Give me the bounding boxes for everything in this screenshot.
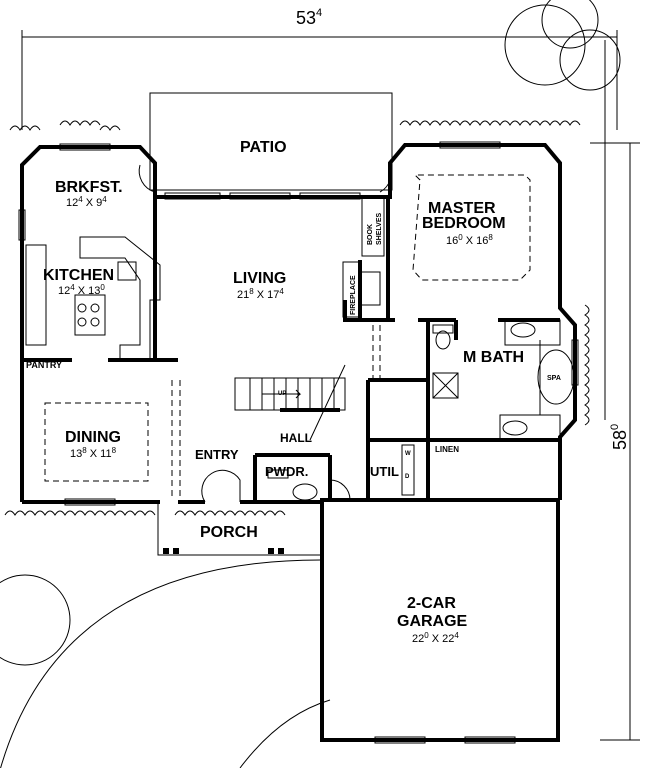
porch-columns — [163, 548, 284, 554]
exterior-walls — [20, 143, 577, 742]
utility-label: UTIL — [370, 464, 399, 479]
breakfast-size: 124 X 94 — [66, 195, 107, 209]
master-bath-label: M BATH — [463, 349, 524, 366]
pantry-label: PANTRY — [26, 360, 62, 370]
dimension-lines — [21, 30, 640, 741]
fireplace-label: FIREPLACE — [350, 275, 357, 315]
dryer-label: D — [405, 474, 410, 480]
kitchen-size: 124 X 130 — [58, 283, 105, 297]
dining-rug — [44, 402, 149, 482]
entry-label: ENTRY — [195, 447, 239, 462]
garage-size: 220 X 224 — [412, 631, 459, 645]
staircase — [234, 364, 346, 441]
overall-depth-label: 580 — [609, 424, 630, 450]
hall-label: HALL — [280, 431, 312, 445]
garage-label: 2-CAR — [407, 595, 456, 612]
doors — [138, 164, 392, 503]
living-size: 218 X 174 — [237, 287, 284, 301]
landscape-shrubs — [0, 0, 621, 768]
porch-label: PORCH — [200, 524, 258, 541]
linen-label: LINEN — [435, 445, 459, 454]
patio-slab — [149, 92, 393, 191]
kitchen-label: KITCHEN — [43, 267, 114, 284]
washer-label: W — [405, 451, 411, 457]
powder-room-label: PWDR. — [265, 464, 308, 479]
patio-label: PATIO — [240, 139, 287, 156]
windows — [18, 141, 579, 744]
master-bedroom-label-2: BEDROOM — [422, 215, 506, 232]
master-bedroom-rug — [412, 174, 531, 281]
master-bedroom-size: 160 X 168 — [446, 233, 493, 247]
dining-size: 138 X 118 — [70, 446, 117, 460]
living-label: LIVING — [233, 270, 286, 287]
bath-fixtures — [267, 319, 575, 501]
master-bedroom-label: MASTER — [428, 200, 496, 217]
breakfast-label: BRKFST. — [55, 179, 123, 196]
overall-width-label: 534 — [296, 7, 322, 28]
fireplace-hearth — [342, 197, 385, 318]
kitchen-counters — [25, 236, 161, 361]
garage-label-2: GARAGE — [397, 613, 468, 630]
spa-label: SPA — [547, 375, 561, 382]
dining-label: DINING — [65, 429, 121, 446]
stairs-up-label: UP — [278, 391, 286, 397]
